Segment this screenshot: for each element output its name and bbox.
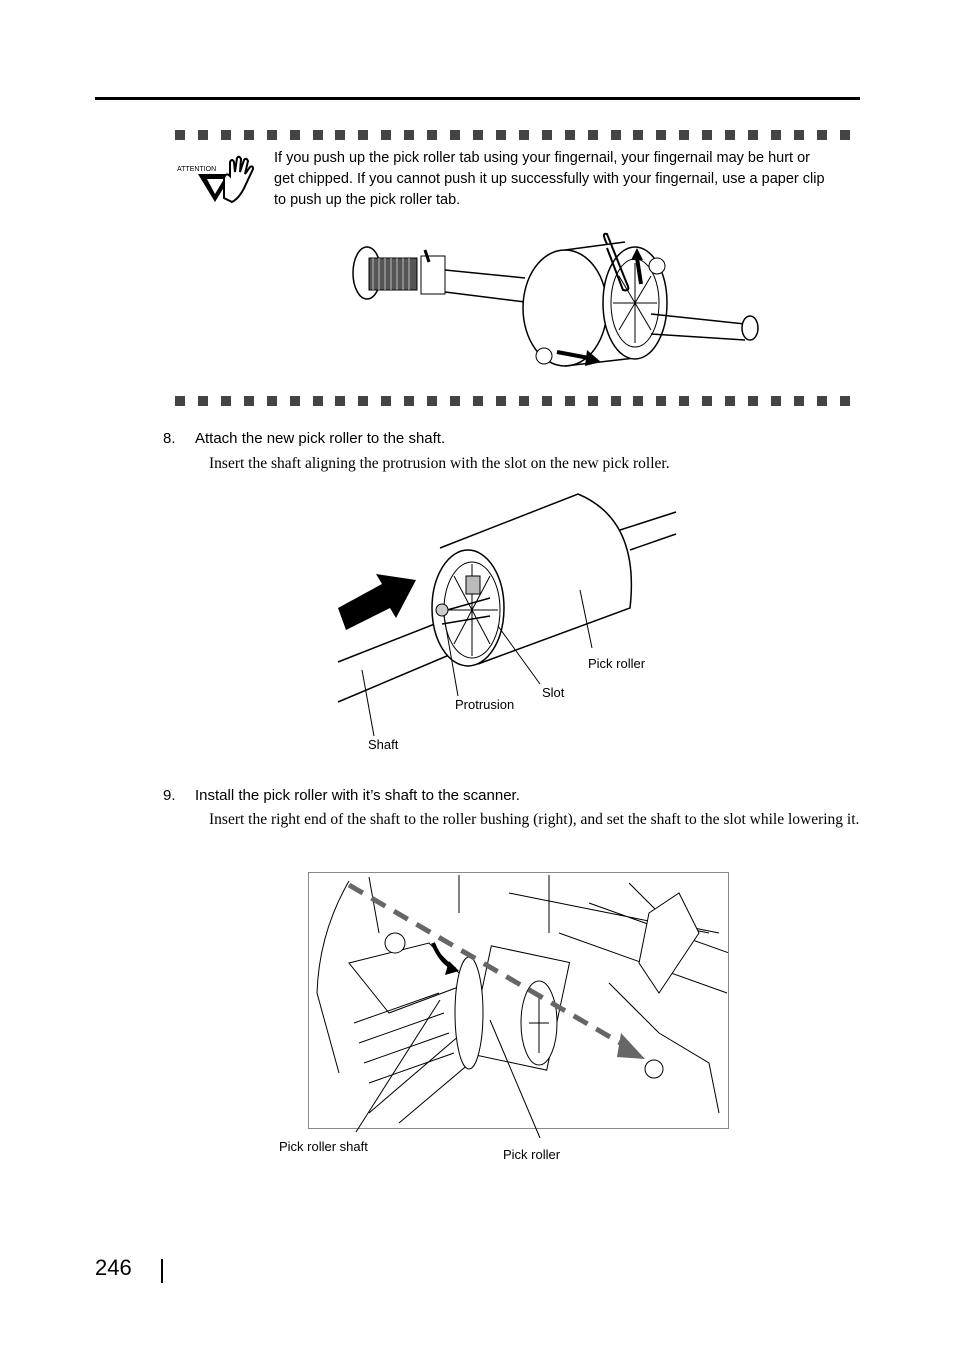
page-number: 246	[95, 1255, 132, 1280]
attention-top-border	[175, 130, 850, 140]
label-protrusion: Protrusion	[455, 697, 515, 712]
step-9-figure	[308, 872, 729, 1129]
label-pick-roller-2: Pick roller	[503, 1147, 561, 1162]
attention-bottom-border	[175, 396, 850, 406]
attention-text: If you push up the pick roller tab using…	[274, 150, 825, 208]
top-rule	[95, 97, 860, 100]
attention-figure	[345, 228, 775, 378]
label-slot: Slot	[542, 685, 565, 700]
page-number-bar	[161, 1259, 163, 1283]
step-9-title: Install the pick roller with it’s shaft …	[195, 787, 520, 804]
step-8-title: Attach the new pick roller to the shaft.	[195, 430, 446, 447]
step-8-figure	[330, 490, 690, 760]
attention-icon: ATTENTION	[176, 154, 260, 210]
step-9-number: 9.	[163, 787, 176, 804]
label-pick-roller-shaft: Pick roller shaft	[279, 1139, 368, 1154]
step-9-body: Insert the right end of the shaft to the…	[209, 811, 860, 828]
step-8-body: Insert the shaft aligning the protrusion…	[209, 455, 670, 472]
step-9-leader-lines	[355, 1000, 541, 1139]
attention-icon-label: ATTENTION	[177, 166, 216, 173]
label-shaft: Shaft	[368, 737, 399, 752]
label-pick-roller: Pick roller	[588, 656, 646, 671]
step-8-number: 8.	[163, 430, 176, 447]
